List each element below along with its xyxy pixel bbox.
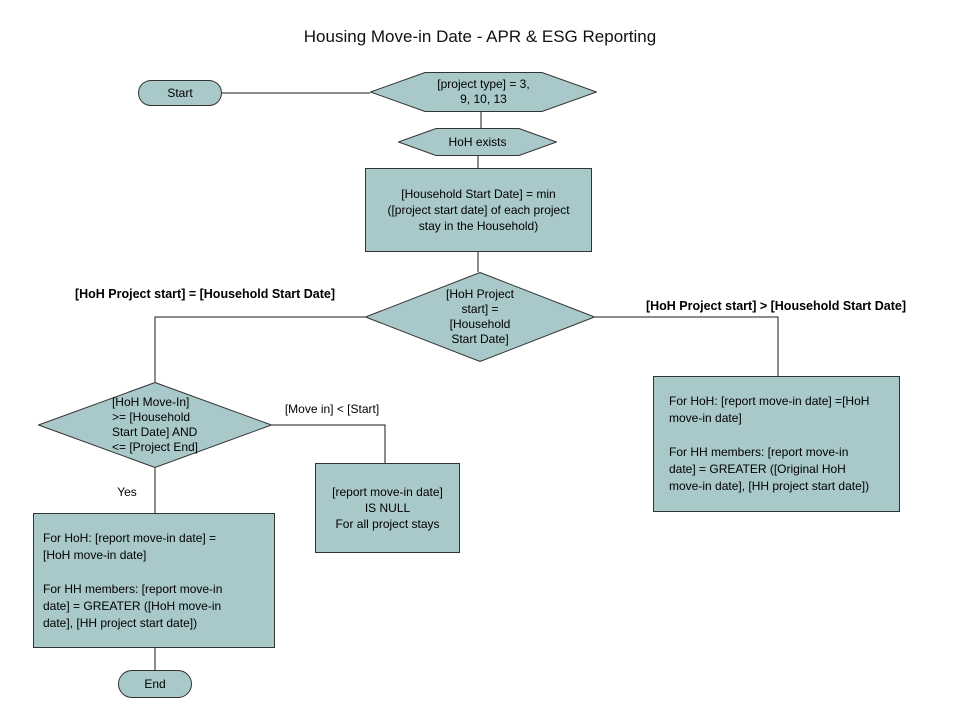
report-null-box: [report move-in date] IS NULL For all pr…: [315, 463, 460, 553]
diamond-shape: [38, 382, 272, 468]
left-result-label: For HoH: [report move-in date] = [HoH mo…: [43, 530, 223, 630]
edge-label-move-in-less: [Move in] < [Start]: [284, 402, 380, 416]
project-type-label: [project type] = 3, 9, 10, 13: [437, 77, 530, 106]
household-start-date-box: [Household Start Date] = min ([project s…: [365, 168, 592, 252]
left-result-box: For HoH: [report move-in date] = [HoH mo…: [33, 513, 275, 648]
hoh-movein-range-diamond: [HoH Move-In] >= [Household Start Date] …: [38, 382, 272, 468]
end-label: End: [144, 676, 166, 691]
edge-left-diamond-to-null-box: [272, 424, 386, 463]
hoh-exists-label: HoH exists: [448, 134, 507, 149]
hexagon-shape: [398, 128, 557, 156]
end-node: End: [118, 670, 192, 698]
right-result-box: For HoH: [report move-in date] =[HoH mov…: [653, 376, 900, 512]
report-null-label: [report move-in date] IS NULL For all pr…: [332, 485, 443, 531]
edge-label-greater-branch: [HoH Project start] > [Household Start D…: [645, 299, 907, 313]
hoh-project-start-diamond: [HoH Project start] = [Household Start D…: [365, 272, 595, 362]
hoh-project-start-label: [HoH Project start] = [Household Start D…: [445, 287, 515, 346]
right-result-label: For HoH: [report move-in date] =[HoH mov…: [669, 394, 870, 493]
diamond-shape: [365, 272, 595, 362]
hoh-exists-hexagon: HoH exists: [398, 128, 557, 156]
project-type-hexagon: [project type] = 3, 9, 10, 13: [370, 72, 597, 112]
edge-label-yes: Yes: [117, 485, 137, 499]
hoh-movein-range-label: [HoH Move-In] >= [Household Start Date] …: [111, 395, 199, 454]
start-label: Start: [167, 85, 193, 100]
hexagon-shape: [370, 72, 597, 112]
start-node: Start: [138, 80, 222, 106]
edge-label-equal-branch: [HoH Project start] = [Household Start D…: [74, 287, 336, 301]
edge-decision-to-right-box: [595, 316, 779, 376]
household-start-date-label: [Household Start Date] = min ([project s…: [387, 187, 570, 233]
edge-decision-to-left-diamond: [154, 316, 365, 382]
diagram-title: Housing Move-in Date - APR & ESG Reporti…: [303, 27, 657, 46]
